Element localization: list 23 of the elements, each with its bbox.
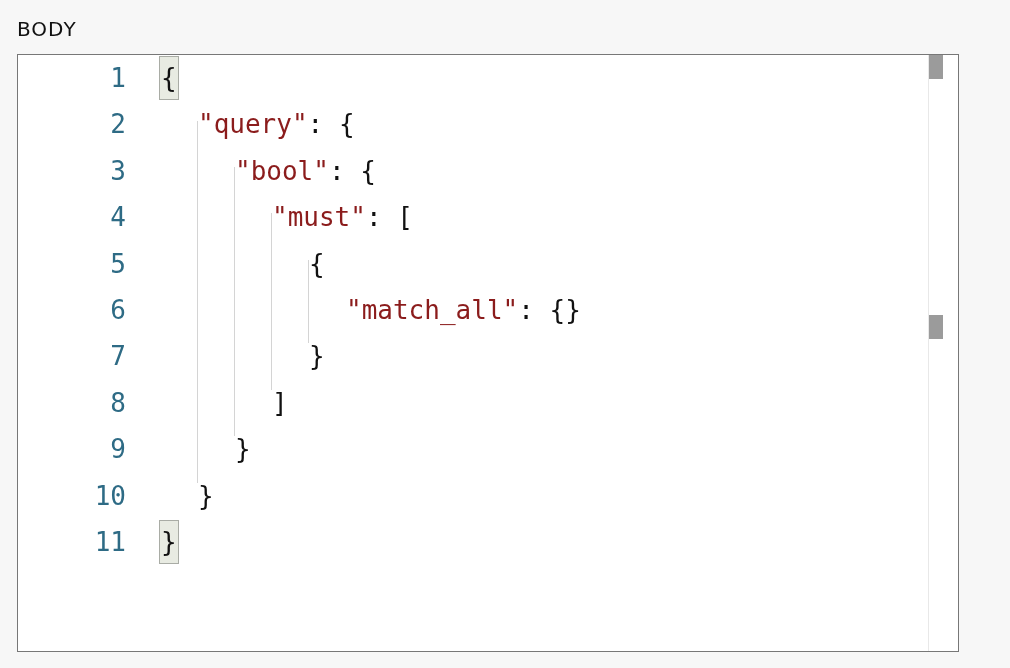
code-line: "match_all": {}	[346, 295, 581, 325]
code-line: }	[235, 434, 251, 465]
matched-bracket: {	[159, 56, 179, 100]
code-line: "bool": {	[235, 155, 376, 186]
line-number: 3	[109, 155, 126, 186]
code-line: "must": [	[272, 202, 413, 233]
matched-bracket: }	[159, 520, 179, 564]
line-number: 11	[93, 527, 126, 557]
line-number: 5	[109, 248, 126, 279]
code-line: }	[309, 341, 325, 372]
line-number: 8	[109, 387, 126, 418]
code-line: }	[198, 480, 214, 511]
section-heading: BODY	[17, 17, 77, 41]
line-number: 9	[109, 434, 126, 465]
line-number: 6	[109, 295, 126, 325]
line-number: 10	[93, 480, 126, 511]
code-line: "query": {	[198, 109, 355, 140]
code-line: ]	[272, 387, 288, 418]
line-number: 1	[109, 63, 126, 93]
line-number: 2	[109, 109, 126, 140]
code-line: {	[309, 248, 325, 279]
line-number: 7	[109, 341, 126, 372]
line-number: 4	[109, 202, 126, 233]
